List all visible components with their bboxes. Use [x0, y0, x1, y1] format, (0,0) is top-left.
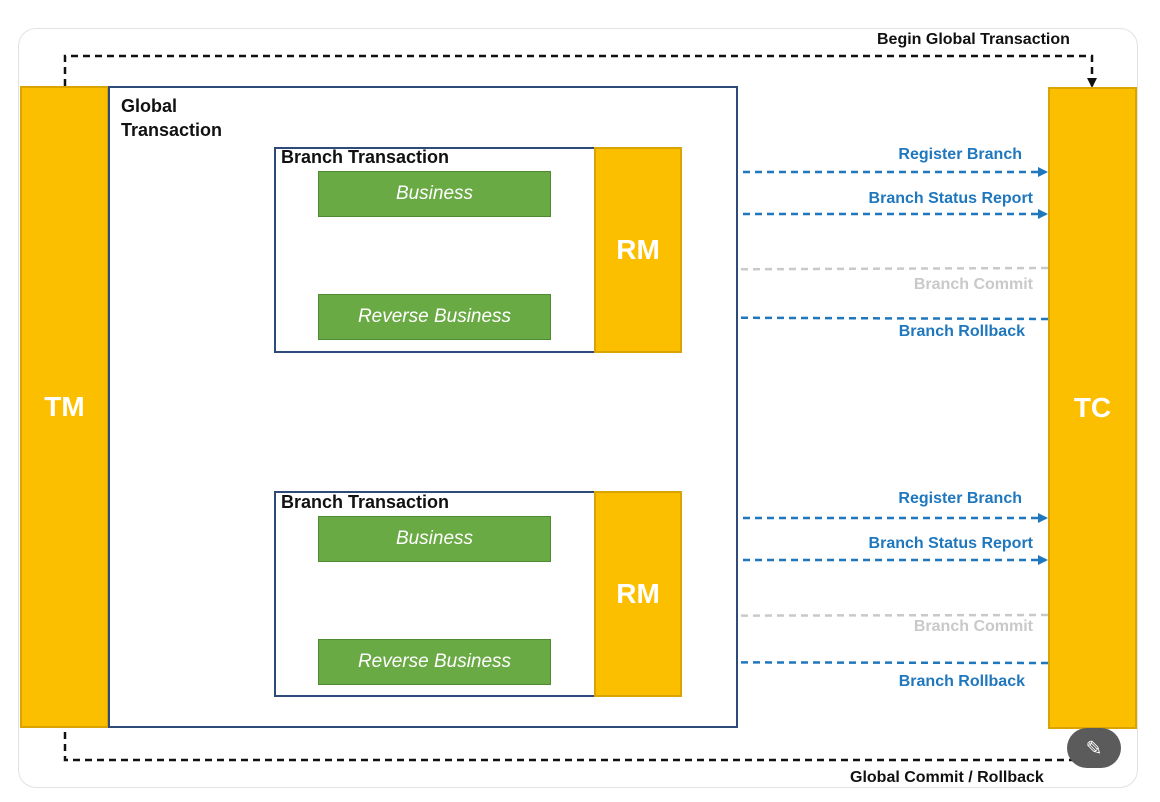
global-transaction-title: Global Transaction	[121, 94, 222, 142]
reverse-business-box: Reverse Business	[318, 294, 551, 340]
branch-rollback-label: Branch Rollback	[898, 673, 1025, 690]
global-transaction-title-line2: Transaction	[121, 120, 223, 140]
rm-component: RM	[594, 147, 682, 353]
reverse-business-box: Reverse Business	[318, 639, 551, 685]
tm-component: TM	[20, 86, 109, 728]
branch-commit-label: Branch Commit	[913, 618, 1033, 635]
magic-edit-icon: ✎	[1085, 737, 1103, 760]
register-branch-label: Register Branch	[898, 490, 1022, 507]
rm-label: RM	[616, 578, 660, 609]
rm-component: RM	[594, 491, 682, 697]
global-commit-connector	[63, 728, 1094, 762]
branch-transaction-title: Branch Transaction	[281, 147, 450, 167]
branch-status-report-label: Branch Status Report	[868, 190, 1033, 207]
magic-edit-button[interactable]: ✎	[1067, 728, 1121, 768]
begin-global-connector	[63, 54, 1097, 88]
branch-rollback-label: Branch Rollback	[898, 323, 1025, 340]
tc-label: TC	[1073, 392, 1112, 423]
tm-label: TM	[44, 391, 85, 422]
branch-transaction-title: Branch Transaction	[281, 492, 450, 512]
branch-commit-label: Branch Commit	[913, 276, 1033, 293]
global-transaction-title-line1: Global	[121, 96, 178, 116]
begin-global-label: Begin Global Transaction	[877, 31, 1070, 48]
business-box: Business	[318, 171, 551, 217]
register-branch-label: Register Branch	[898, 146, 1022, 163]
business-box: Business	[318, 516, 551, 562]
tc-component: TC	[1048, 87, 1137, 729]
branch-status-report-label: Branch Status Report	[868, 535, 1033, 552]
global-commit-label: Global Commit / Rollback	[850, 769, 1044, 786]
rm-label: RM	[616, 234, 660, 265]
